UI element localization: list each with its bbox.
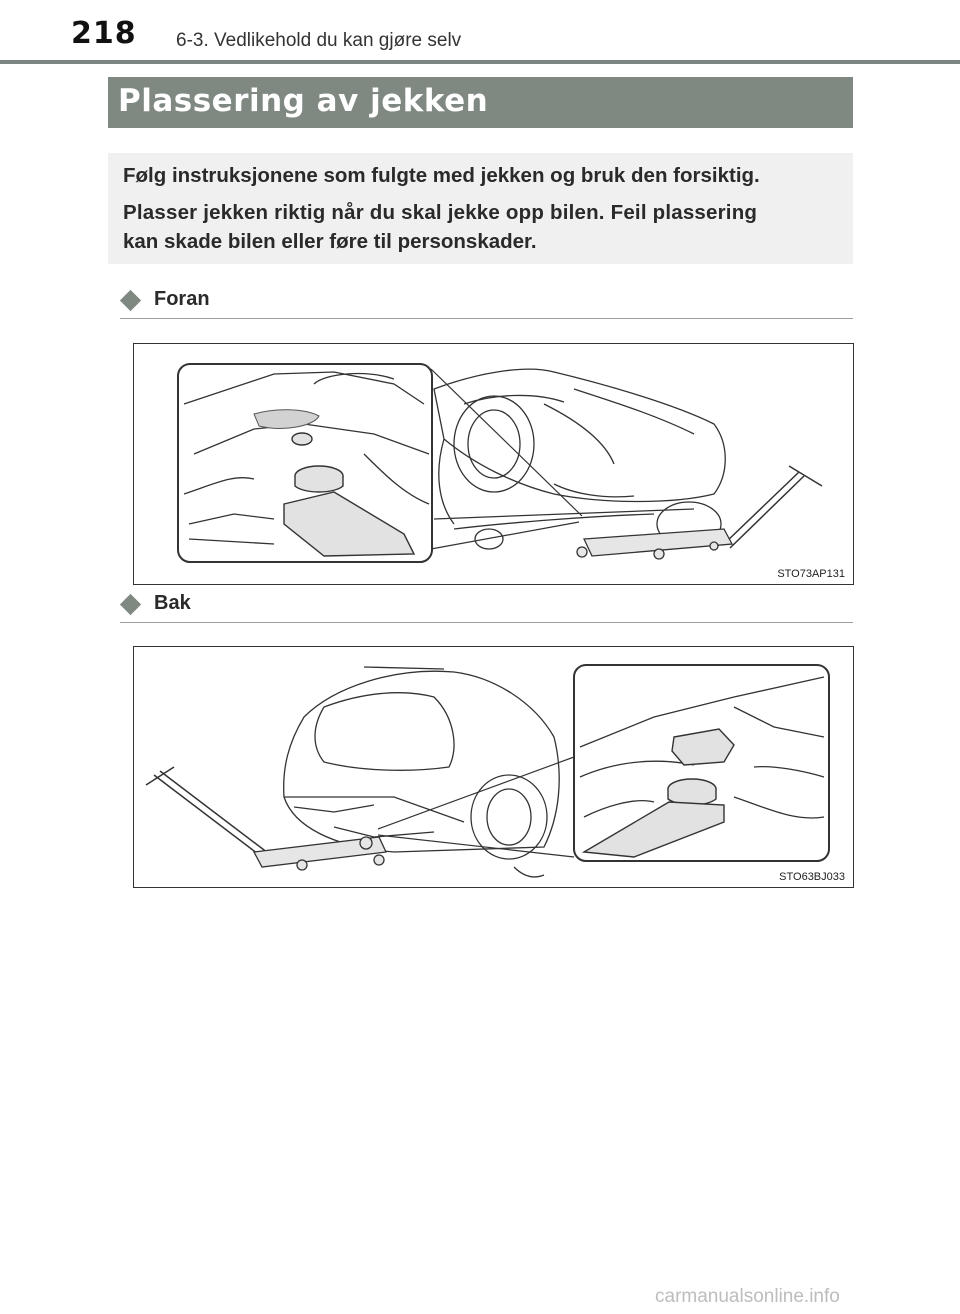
caution-text-line: Plasser jekken riktig når du skal jekke …: [123, 201, 758, 224]
section-title: Plassering av jekken: [118, 83, 489, 119]
caution-text-line: Følg instruksjonene som fulgte med jekke…: [123, 164, 760, 187]
caution-text-line: kan skade bilen eller føre til personska…: [123, 230, 537, 253]
diamond-bullet-icon: [119, 593, 142, 616]
figure-code: STO63BJ033: [779, 871, 845, 883]
front-subheading: Foran: [119, 288, 853, 319]
rear-jack-illustration: STO63BJ033: [133, 646, 854, 888]
rear-subheading-label: Bak: [154, 592, 191, 614]
chapter-header: 6-3. Vedlikehold du kan gjøre selv: [176, 30, 462, 51]
front-subheading-label: Foran: [154, 288, 210, 310]
rear-jack-drawing: [145, 664, 830, 878]
diamond-bullet-icon: [119, 289, 142, 312]
header-divider: [0, 60, 960, 64]
section-banner: Plassering av jekken: [108, 77, 853, 128]
rear-subheading: Bak: [119, 592, 853, 623]
front-jack-illustration: STO73AP131: [133, 343, 854, 585]
page-number: 218: [71, 16, 137, 51]
watermark: carmanualsonline.info: [655, 1286, 840, 1307]
front-jack-drawing: [177, 363, 823, 563]
caution-box: Følg instruksjonene som fulgte med jekke…: [108, 153, 853, 264]
figure-code: STO73AP131: [777, 568, 845, 580]
